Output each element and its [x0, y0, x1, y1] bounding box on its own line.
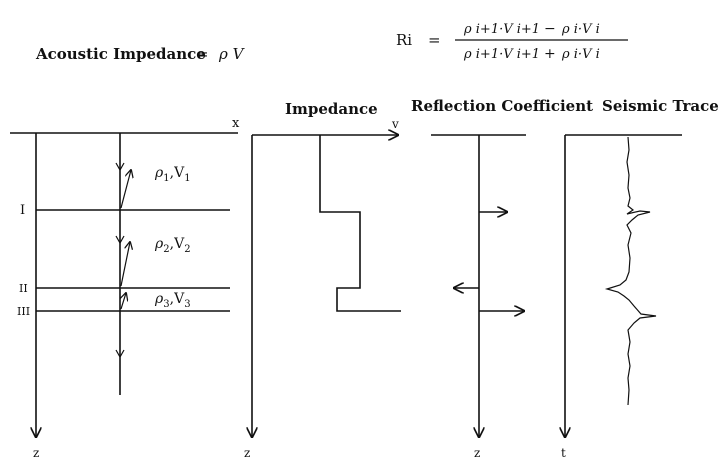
reflection-depth-label: z [474, 446, 480, 460]
acoustic-impedance-formula: Acoustic Impedance = ρ V [35, 45, 246, 63]
acoustic-impedance-label: Acoustic Impedance [35, 45, 206, 63]
down-arrowhead-1 [115, 162, 125, 172]
impedance-depth-label: z [244, 446, 250, 460]
reflected-ray-3 [121, 293, 126, 310]
time-axis-label: t [561, 446, 566, 460]
down-arrowhead-3 [115, 349, 125, 359]
ri-numerator-b: ρ i·V i [561, 22, 600, 37]
acoustic-impedance-rhs: ρ V [218, 45, 246, 63]
reflection-coefficient-formula: Ri = ρ i+1·V i+1 − ρ i·V i ρ i+1·V i+1 +… [396, 21, 628, 62]
ri-denominator-b: ρ i·V i [561, 47, 600, 62]
ri-numerator-minus: − [544, 21, 556, 37]
impedance-panel: Impedance v z [244, 100, 401, 460]
reflection-coefficient-title: Reflection Coefficient [411, 97, 593, 115]
impedance-axis-label: v [391, 117, 399, 131]
down-arrowhead-2 [115, 235, 125, 245]
ri-numerator-a: ρ i+1·V i+1 [463, 22, 540, 37]
ri-equals: = [428, 31, 441, 49]
reflection-coefficient-panel: Reflection Coefficient z [411, 97, 593, 460]
reflected-ray-2 [120, 242, 130, 287]
ri-denominator-plus: + [544, 46, 556, 62]
seismic-trace-panel: Seismic Trace t [561, 97, 719, 460]
layer-2-property: ρ2,V2 [154, 236, 191, 255]
reflected-ray-1 [120, 170, 131, 209]
equals-sign: = [196, 45, 209, 63]
interface-label-1: I [20, 203, 25, 218]
impedance-title: Impedance [285, 100, 378, 118]
layer-3-property: ρ3,V3 [154, 291, 191, 310]
ri-denominator-a: ρ i+1·V i+1 [463, 47, 540, 62]
layer-1-property: ρ1,V1 [154, 165, 191, 184]
earth-model-panel: x z I II III ρ1,V1 ρ2,V2 ρ3,V3 [10, 116, 240, 460]
interface-label-3: III [17, 305, 30, 318]
seismic-trace-title: Seismic Trace [602, 97, 719, 115]
ri-lhs: Ri [396, 31, 412, 49]
seismic-trace-waveform [604, 136, 657, 406]
impedance-profile-line [319, 135, 401, 312]
depth-axis-label: z [33, 446, 39, 460]
interface-label-2: II [19, 282, 28, 295]
x-axis-label: x [232, 116, 240, 131]
